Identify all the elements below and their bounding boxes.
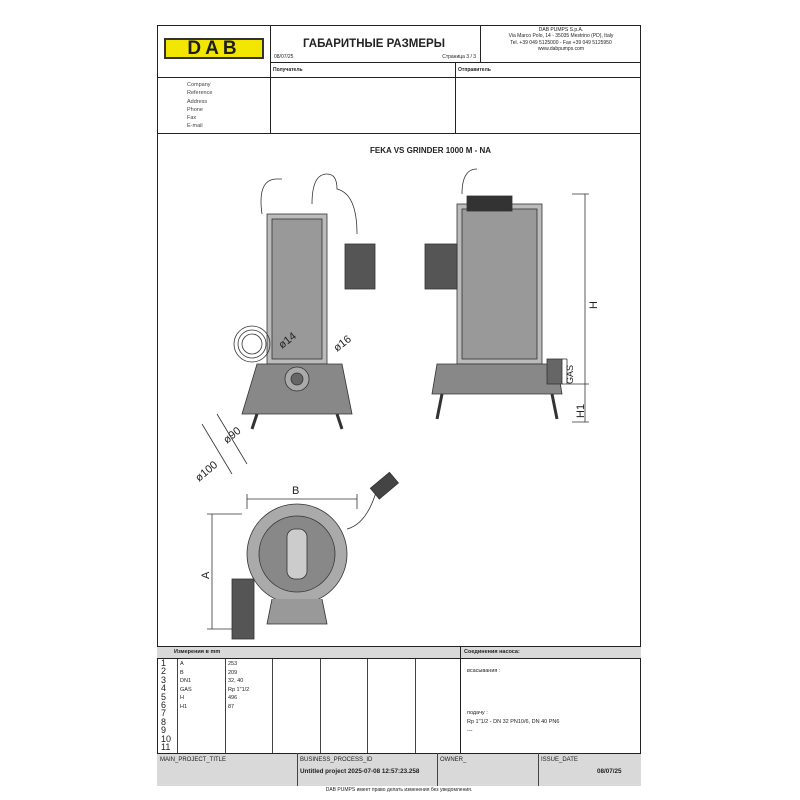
row-number: 5 <box>161 691 167 702</box>
company-phone: Tel. +39 049 5125000 - Fax +39 049 51259… <box>510 39 612 46</box>
pump-drawing: ø14 ø16 ø90 ø100 H GAS H1 B A <box>193 168 600 640</box>
company-web: www.dabpumps.com <box>537 46 585 53</box>
dimension-keys: A B DN1 GAS H H1 <box>180 660 192 712</box>
dim-h1: H1 <box>575 404 587 418</box>
business-process-value: Untitled project 2025-07-08 12:57:23.258 <box>300 768 420 775</box>
row-number: 1 <box>161 658 167 668</box>
row-number: 9 <box>161 725 167 736</box>
delivery-value: Rp 1"1/2 - DN 32 PN10/6, DN 40 PN6 <box>467 719 560 725</box>
row-number: 10 <box>161 733 172 744</box>
dim-d100: ø100 <box>193 459 220 484</box>
dimension-values: 253 209 32, 40 Rp 1"1/2 496 87 <box>228 660 249 712</box>
row-number: 4 <box>161 683 167 694</box>
field-address: Address <box>187 98 208 105</box>
sender-label: Отправитель <box>458 67 491 73</box>
dim-value: 496 <box>228 695 238 702</box>
dim-a: A <box>200 571 212 579</box>
dim-d90: ø90 <box>221 425 243 446</box>
date-code: 08/07/25 <box>274 54 294 60</box>
row-number: 7 <box>161 708 167 719</box>
dim-d16: ø16 <box>331 333 353 354</box>
company-name: DAB PUMPS S.p.A. <box>538 27 584 33</box>
page-number: Страница 3 / 3 <box>442 54 476 60</box>
dim-value: 253 <box>228 661 238 667</box>
dab-logo: DAB <box>164 38 264 59</box>
main-project-title-label: MAIN_PROJECT_TITLE <box>160 757 227 763</box>
field-fax: Fax <box>187 115 197 122</box>
page-title: ГАБАРИТНЫЕ РАЗМЕРЫ <box>303 38 445 50</box>
dim-h: H <box>588 301 600 309</box>
suction-label: всасывания : <box>467 668 501 674</box>
row-number: 3 <box>161 674 167 685</box>
dim-key: H1 <box>180 703 188 710</box>
connections-header: Соединения насоса: <box>464 649 520 655</box>
title-cell: ГАБАРИТНЫЕ РАЗМЕРЫ 08/07/25 Страница 3 /… <box>270 25 481 63</box>
issue-date-value: 08/07/25 <box>597 768 622 775</box>
company-street: Via Marco Polo, 14 - 35035 Mestrino (PD)… <box>508 33 614 40</box>
recipient-label: Получатель <box>273 67 303 73</box>
row-number: 8 <box>161 716 167 727</box>
top-view <box>207 471 400 640</box>
row-number: 11 <box>161 742 171 753</box>
field-phone: Phone <box>187 106 203 113</box>
dim-key: DN1 <box>180 678 192 685</box>
dim-key: GAS <box>180 686 192 693</box>
field-company: Company <box>187 82 211 88</box>
field-reference: Reference <box>187 90 213 97</box>
side-view <box>424 168 589 423</box>
dim-key: A <box>180 661 184 667</box>
dimensions-header: Измерения в mm <box>174 649 221 655</box>
delivery-label: подачу : <box>467 710 488 716</box>
issue-date-label: ISSUE_DATE <box>541 757 578 763</box>
business-process-label: BUSINESS_PROCESS_ID <box>300 757 373 763</box>
row-number: 6 <box>161 700 167 711</box>
dim-value: 32, 40 <box>228 678 244 685</box>
dim-key: B <box>180 669 184 676</box>
field-email: E-mail <box>187 123 203 130</box>
disclaimer: DAB PUMPS имеет право делать изменения б… <box>325 787 473 793</box>
front-view <box>201 173 376 475</box>
dim-b: B <box>292 485 299 497</box>
dim-value: Rp 1"1/2 <box>228 686 250 693</box>
row-number: 2 <box>161 666 167 677</box>
owner-label: OWNER_ <box>440 757 467 763</box>
company-address: DAB PUMPS S.p.A. Via Marco Polo, 14 - 35… <box>482 27 640 53</box>
contact-fields: Company Reference Address Phone Fax E-ma… <box>187 81 212 131</box>
drawing-title: FEKA VS GRINDER 1000 M - NA <box>370 146 492 155</box>
logo-text: DAB <box>187 37 241 59</box>
dim-value: 209 <box>228 669 238 676</box>
dim-key: H <box>180 695 184 702</box>
row-numbers: 1 2 3 4 5 6 7 8 9 10 11 <box>161 658 172 753</box>
connections-dash: --- <box>467 728 473 734</box>
dim-value: 87 <box>228 703 235 710</box>
dim-gas: GAS <box>565 365 575 384</box>
